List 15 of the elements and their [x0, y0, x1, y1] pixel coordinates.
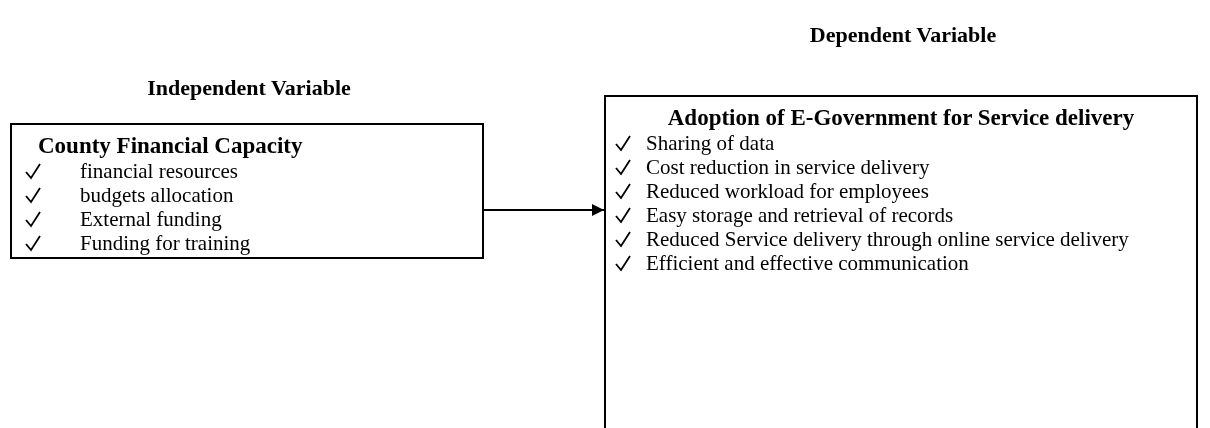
list-item: Funding for training	[80, 231, 251, 255]
arrow	[483, 204, 605, 216]
variable-heading: Dependent Variable	[808, 22, 998, 48]
list-item: budgets allocation	[80, 183, 234, 207]
box-title: County Financial Capacity	[37, 133, 304, 159]
list-item: Reduced workload for employees	[646, 179, 929, 203]
list-item: Reduced Service delivery through online service delivery	[646, 227, 1129, 251]
variable-heading: Independent Variable	[146, 75, 352, 101]
box-title: Adoption of E-Government for Service delivery	[666, 105, 1136, 131]
list-item: Efficient and effective communication	[646, 251, 969, 275]
list-item: financial resources	[80, 159, 238, 183]
list-item: External funding	[80, 207, 222, 231]
list-item: Easy storage and retrieval of records	[646, 203, 954, 227]
list-item: Cost reduction in service delivery	[646, 155, 930, 179]
list-item: Sharing of data	[646, 131, 775, 155]
